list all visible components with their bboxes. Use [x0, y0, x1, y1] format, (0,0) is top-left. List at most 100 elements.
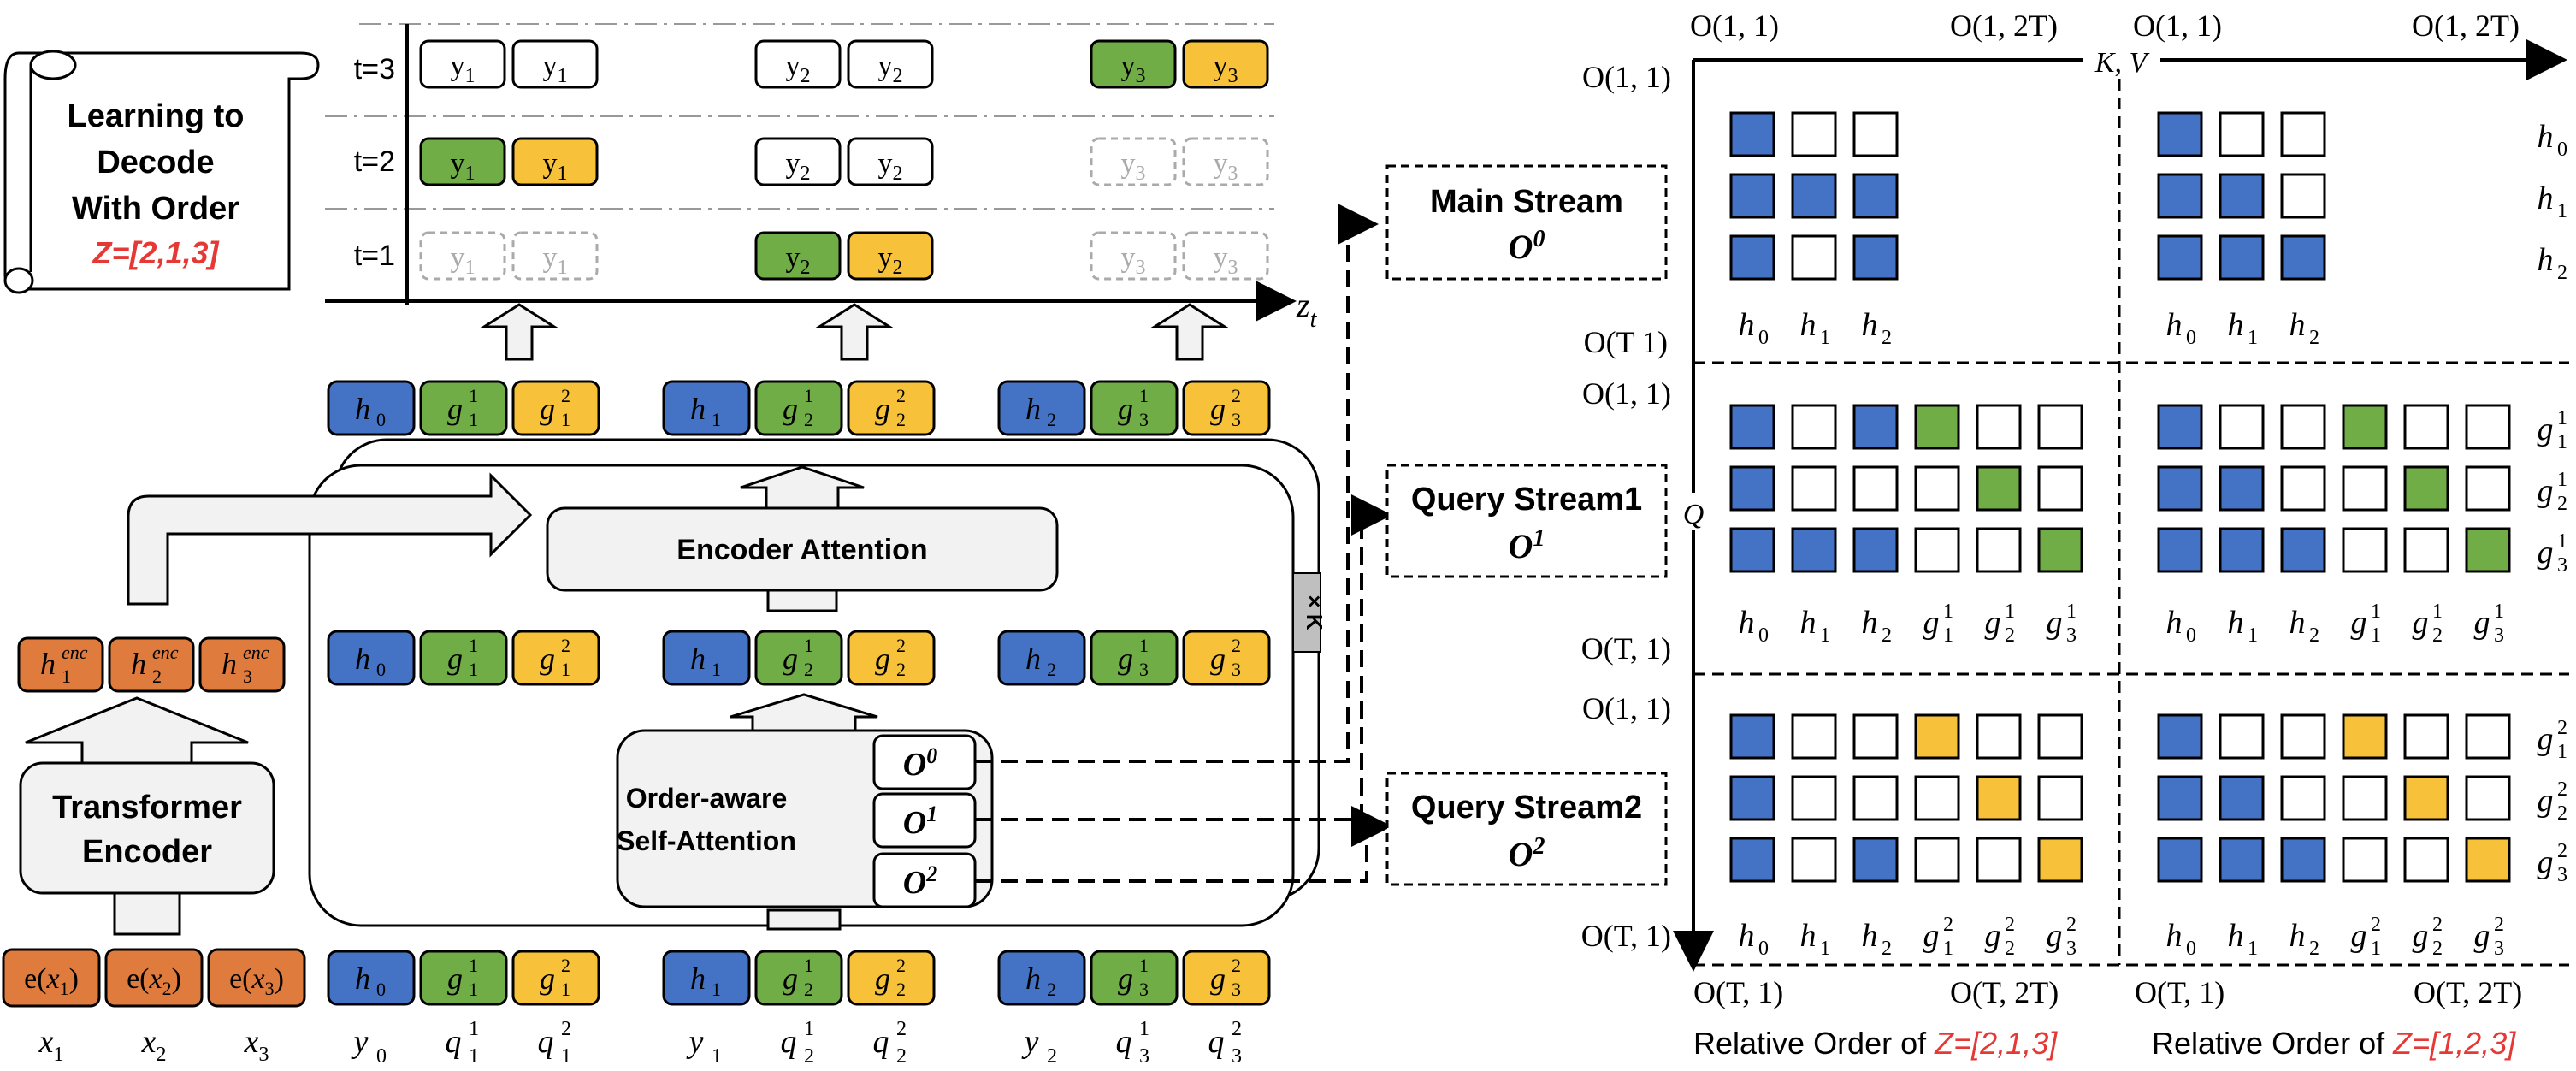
svg-text:1: 1: [1943, 601, 1953, 623]
svg-text:3: 3: [1232, 979, 1241, 1000]
token-t1-y1a-ghost: y1: [419, 231, 506, 281]
svg-text:0: 0: [376, 979, 386, 1000]
svg-text:1: 1: [2557, 469, 2567, 491]
mask-cell-q2-right-r2-c5: [2465, 837, 2511, 883]
svg-text:y2: y2: [786, 50, 811, 87]
svg-text:1: 1: [712, 409, 721, 430]
svg-text:g: g: [1923, 605, 1940, 641]
svg-text:1: 1: [2432, 601, 2443, 623]
h-enc-1: h enc 1: [17, 636, 104, 693]
mask-cell-q1-right-r0-c2: [2280, 404, 2326, 450]
embed-x2: e(x2): [104, 948, 204, 1008]
timeline: t=3 t=2 t=1 zt: [325, 23, 1318, 333]
svg-text:1: 1: [2371, 938, 2381, 960]
svg-text:e(x1): e(x1): [24, 963, 79, 999]
mask-cell-q2-right-r0-c5: [2465, 713, 2511, 760]
mask-cell-q1-right-r2-c5: [2465, 527, 2511, 573]
svg-text:h: h: [2228, 918, 2244, 954]
svg-text:y3: y3: [1214, 242, 1238, 279]
svg-text:y2: y2: [878, 242, 903, 279]
svg-text:2: 2: [896, 1045, 907, 1068]
token-t3-y1b: y1: [511, 39, 599, 89]
svg-text:2: 2: [2005, 938, 2015, 960]
h-enc-2: h enc 2: [108, 636, 195, 693]
svg-text:h: h: [1739, 307, 1755, 343]
svg-text:0: 0: [2186, 624, 2196, 647]
svg-text:3: 3: [2557, 554, 2567, 577]
svg-text:O0: O0: [903, 743, 937, 783]
scroll-order: Z=[2,1,3]: [92, 235, 219, 270]
svg-text:h: h: [1800, 918, 1817, 954]
svg-text:g: g: [1118, 392, 1133, 426]
corner-bottom-right-end: O(T, 2T): [2414, 975, 2522, 1009]
mask-cell-main-right-r2-c1: [2219, 234, 2265, 281]
mask-cell-q1-left-r1-c4: [1976, 465, 2022, 512]
svg-text:2: 2: [1882, 327, 1892, 349]
svg-text:q: q: [446, 1024, 462, 1060]
mask-cell-q2-left-r2-c4: [1976, 837, 2022, 883]
svg-text:q: q: [1116, 1024, 1132, 1060]
svg-text:1: 1: [2494, 601, 2504, 623]
svg-text:O0: O0: [1509, 226, 1545, 266]
svg-text:2: 2: [1882, 938, 1892, 960]
svg-text:1: 1: [1139, 1018, 1149, 1040]
svg-text:O1: O1: [1509, 525, 1545, 565]
svg-text:1: 1: [469, 385, 478, 406]
svg-text:2: 2: [804, 979, 813, 1000]
svg-text:1: 1: [561, 1045, 571, 1068]
svg-text:enc: enc: [152, 642, 179, 663]
q-label: Q: [1683, 499, 1705, 530]
svg-text:h: h: [2538, 180, 2554, 216]
svg-text:g: g: [2538, 721, 2554, 757]
query-stream1-box: Query Stream1 O1: [1385, 464, 1668, 578]
mask-cell-q1-right-r1-c4: [2403, 465, 2449, 512]
svg-text:g: g: [2351, 605, 2367, 641]
svg-text:1: 1: [804, 1018, 814, 1040]
mask-cell-q1-left-r0-c2: [1852, 404, 1899, 450]
token-t1-y2a: y2: [754, 231, 842, 281]
svg-text:O2: O2: [903, 861, 937, 901]
mask-cell-q2-right-r1-c5: [2465, 775, 2511, 821]
svg-text:y3: y3: [1214, 50, 1238, 87]
x2-label: x2: [141, 1024, 167, 1066]
mask-cell-q1-right-r0-c0: [2157, 404, 2203, 450]
o0-output: O0: [872, 734, 977, 790]
h-enc-3: h enc 3: [198, 636, 286, 693]
svg-text:h: h: [690, 642, 706, 676]
svg-text:h: h: [2538, 242, 2554, 278]
row-label-q2-start: O(1, 1): [1582, 691, 1671, 725]
svg-text:1: 1: [1820, 624, 1830, 647]
mask-cell-main-right-r1-c0: [2157, 173, 2203, 219]
svg-text:3: 3: [2494, 624, 2504, 647]
token-t2-y2a: y2: [754, 137, 842, 186]
mask-cell-q2-left-r0-c0: [1729, 713, 1775, 760]
svg-text:h: h: [1025, 962, 1041, 996]
caption-left: Relative Order of Z=[2,1,3]: [1693, 1026, 2058, 1061]
stack-depth-label: × K: [1302, 595, 1327, 630]
mask-cell-q1-left-r2-c2: [1852, 527, 1899, 573]
mask-cell-q1-right-r1-c0: [2157, 465, 2203, 512]
mask-cell-q2-right-r2-c1: [2219, 837, 2265, 883]
self-attn-line-2: Self-Attention: [617, 825, 796, 856]
svg-text:2: 2: [2005, 624, 2015, 647]
